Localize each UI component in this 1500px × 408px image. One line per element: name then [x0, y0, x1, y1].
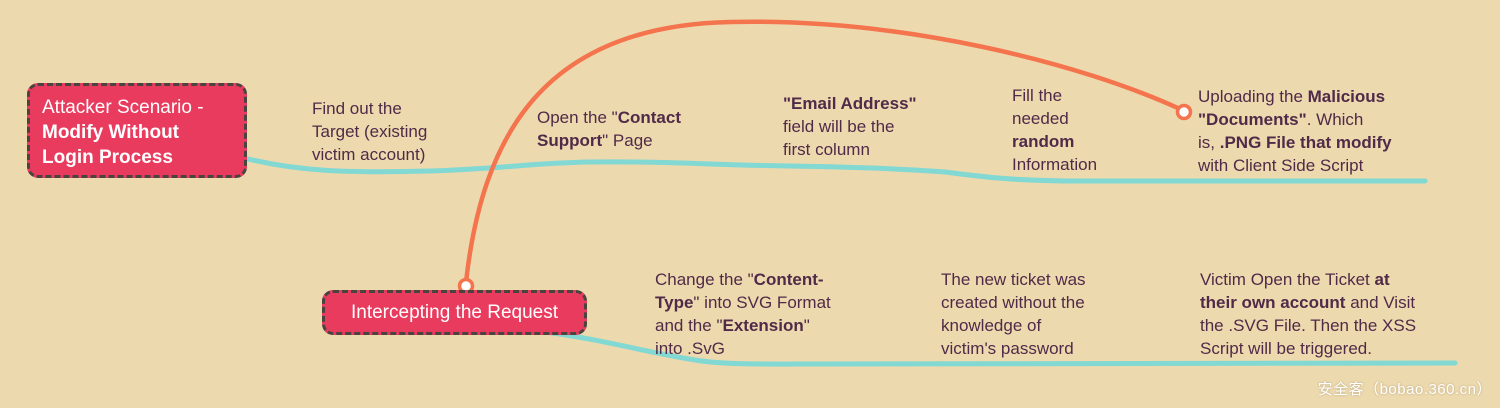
orange-link-endpoint-upload [1175, 103, 1193, 121]
node-upload-malicious-documents[interactable]: Uploading the Malicious "Documents". Whi… [1198, 87, 1392, 175]
node-fill-random-info[interactable]: Fill the needed random Information [1012, 86, 1098, 174]
node-email-address-field[interactable]: "Email Address" field will be the first … [783, 94, 917, 159]
node-change-content-type[interactable]: Change the "Content- Type" into SVG Form… [655, 270, 831, 358]
node-contact-support-page[interactable]: Open the "Contact Support" Page [537, 108, 681, 150]
teal-link-bottom-branch [542, 329, 1458, 367]
node-find-target[interactable]: Find out the Target (existing victim acc… [312, 99, 428, 164]
teal-link-top-branch [241, 155, 1428, 184]
watermark-anquanke: 安全客（bobao.360.cn） [1317, 381, 1492, 398]
orange-link-curve [463, 19, 1183, 285]
node-victim-opens-ticket[interactable]: Victim Open the Ticket at their own acco… [1200, 270, 1417, 358]
node-attacker-scenario[interactable]: Attacker Scenario - Modify Without Login… [27, 83, 247, 178]
node-intercepting-request[interactable]: Intercepting the Request [322, 290, 587, 335]
node-ticket-created[interactable]: The new ticket was created without the k… [941, 270, 1086, 358]
